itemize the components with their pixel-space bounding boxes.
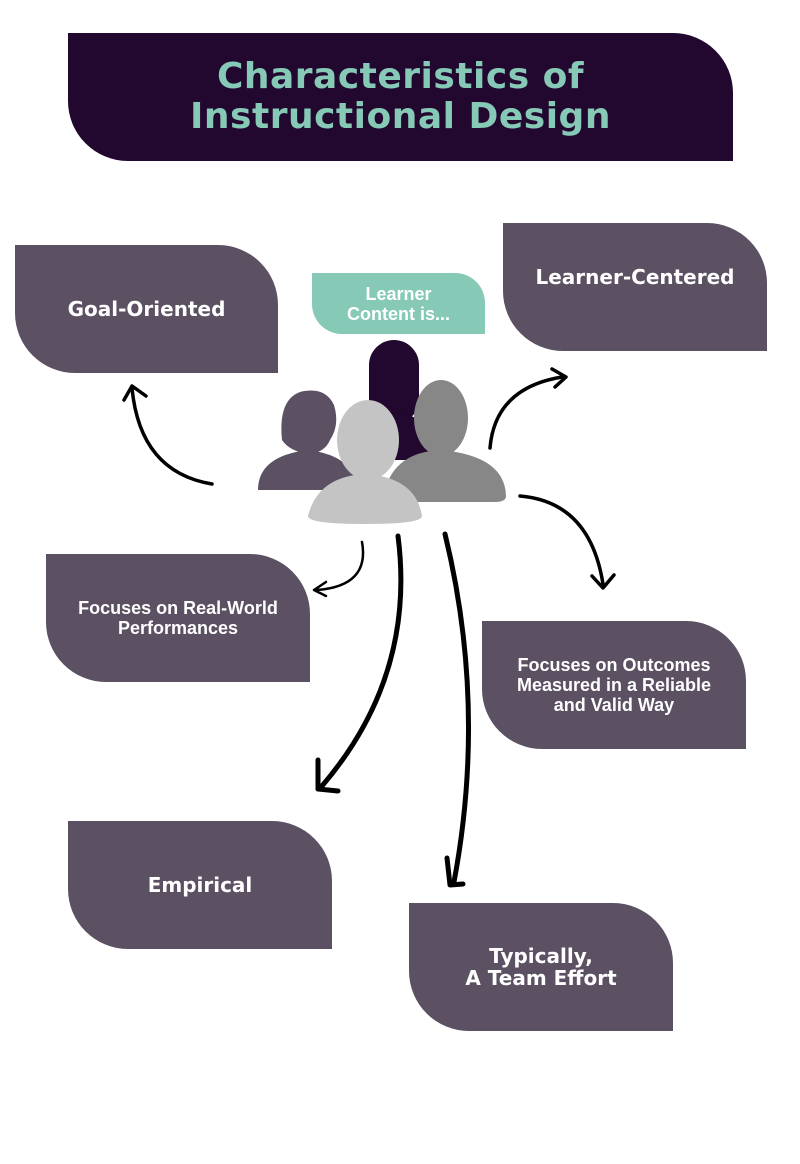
arrow-to-real-world-icon [312,540,365,598]
card-team-effort-label: Typically, A Team Effort [465,944,617,990]
card-empirical-label: Empirical [147,873,253,897]
card-goal-oriented: Goal-Oriented [15,245,278,373]
card-real-world-label: Focuses on Real-World Performances [78,598,278,638]
arrow-to-learner-centered-icon [488,367,568,450]
people-group-icon [258,340,506,524]
card-goal-oriented-label: Goal-Oriented [67,297,226,321]
person-gray-icon [384,380,506,502]
card-real-world: Focuses on Real-World Performances [46,554,310,682]
arrow-to-outcomes-icon [518,494,616,590]
speech-bubble: Learner Content is... [312,273,485,334]
card-learner-centered: Learner-Centered [503,223,767,351]
arrow-to-goal-oriented-icon [122,384,214,486]
card-outcomes: Focuses on Outcomes Measured in a Reliab… [482,621,746,749]
arrow-to-empirical-icon [315,533,404,794]
person-woman-icon [258,390,356,490]
card-empirical: Empirical [68,821,332,949]
page-title: Characteristics of Instructional Design [190,56,611,137]
title-banner: Characteristics of Instructional Design [68,33,733,161]
person-light-icon [308,400,422,524]
card-learner-centered-label: Learner-Centered [535,265,735,289]
arrow-to-team-effort-icon [442,531,471,888]
card-team-effort: Typically, A Team Effort [409,903,673,1031]
card-outcomes-label: Focuses on Outcomes Measured in a Reliab… [516,655,712,715]
